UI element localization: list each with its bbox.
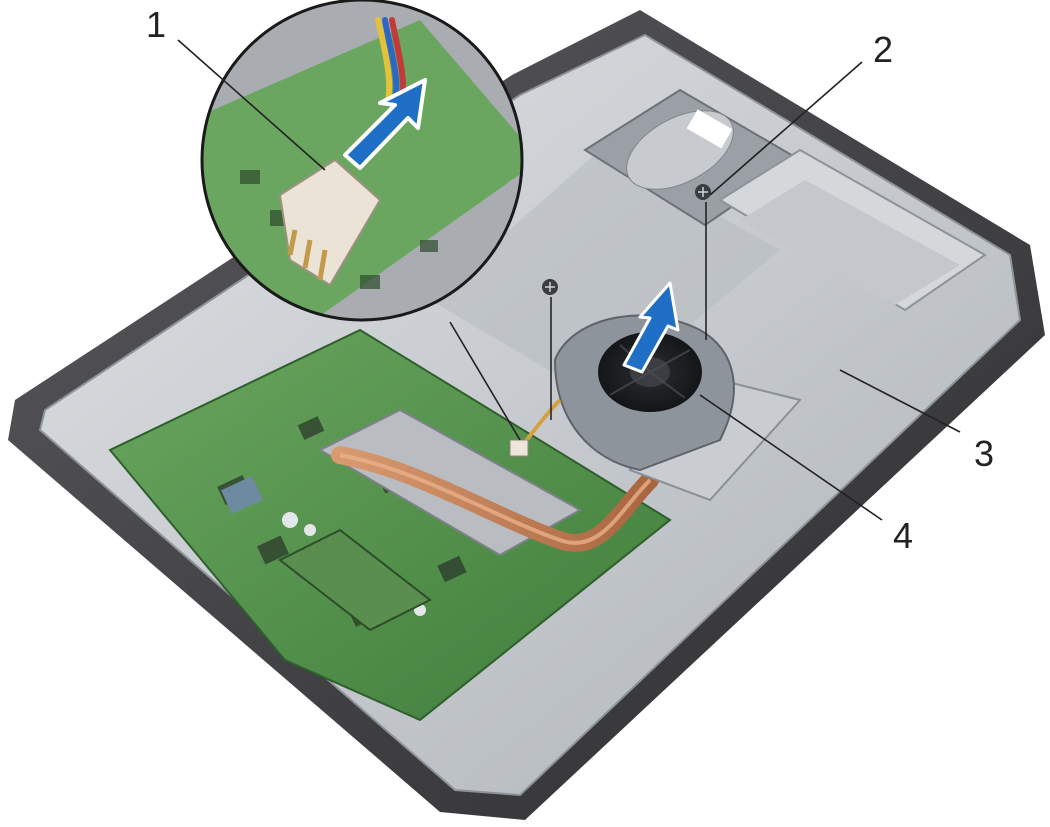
callout-1: 1 bbox=[146, 4, 166, 45]
callout-4: 4 bbox=[893, 515, 913, 556]
callout-2: 2 bbox=[873, 29, 893, 70]
connector-zoom-inset bbox=[200, 0, 524, 441]
leader-line-3 bbox=[839, 369, 961, 433]
fan[interactable] bbox=[509, 314, 735, 472]
optical-drive bbox=[718, 148, 987, 312]
leader-line-4 bbox=[699, 394, 883, 521]
callout-3: 3 bbox=[974, 433, 994, 474]
screw-icon[interactable] bbox=[695, 184, 711, 200]
arrow-up-icon bbox=[622, 281, 680, 374]
leader-line-2 bbox=[709, 61, 863, 196]
arrow-up-icon bbox=[343, 78, 427, 170]
screw-icon[interactable] bbox=[542, 279, 558, 295]
leader-line-1 bbox=[177, 39, 326, 171]
fan-cable-connector[interactable] bbox=[509, 439, 529, 457]
